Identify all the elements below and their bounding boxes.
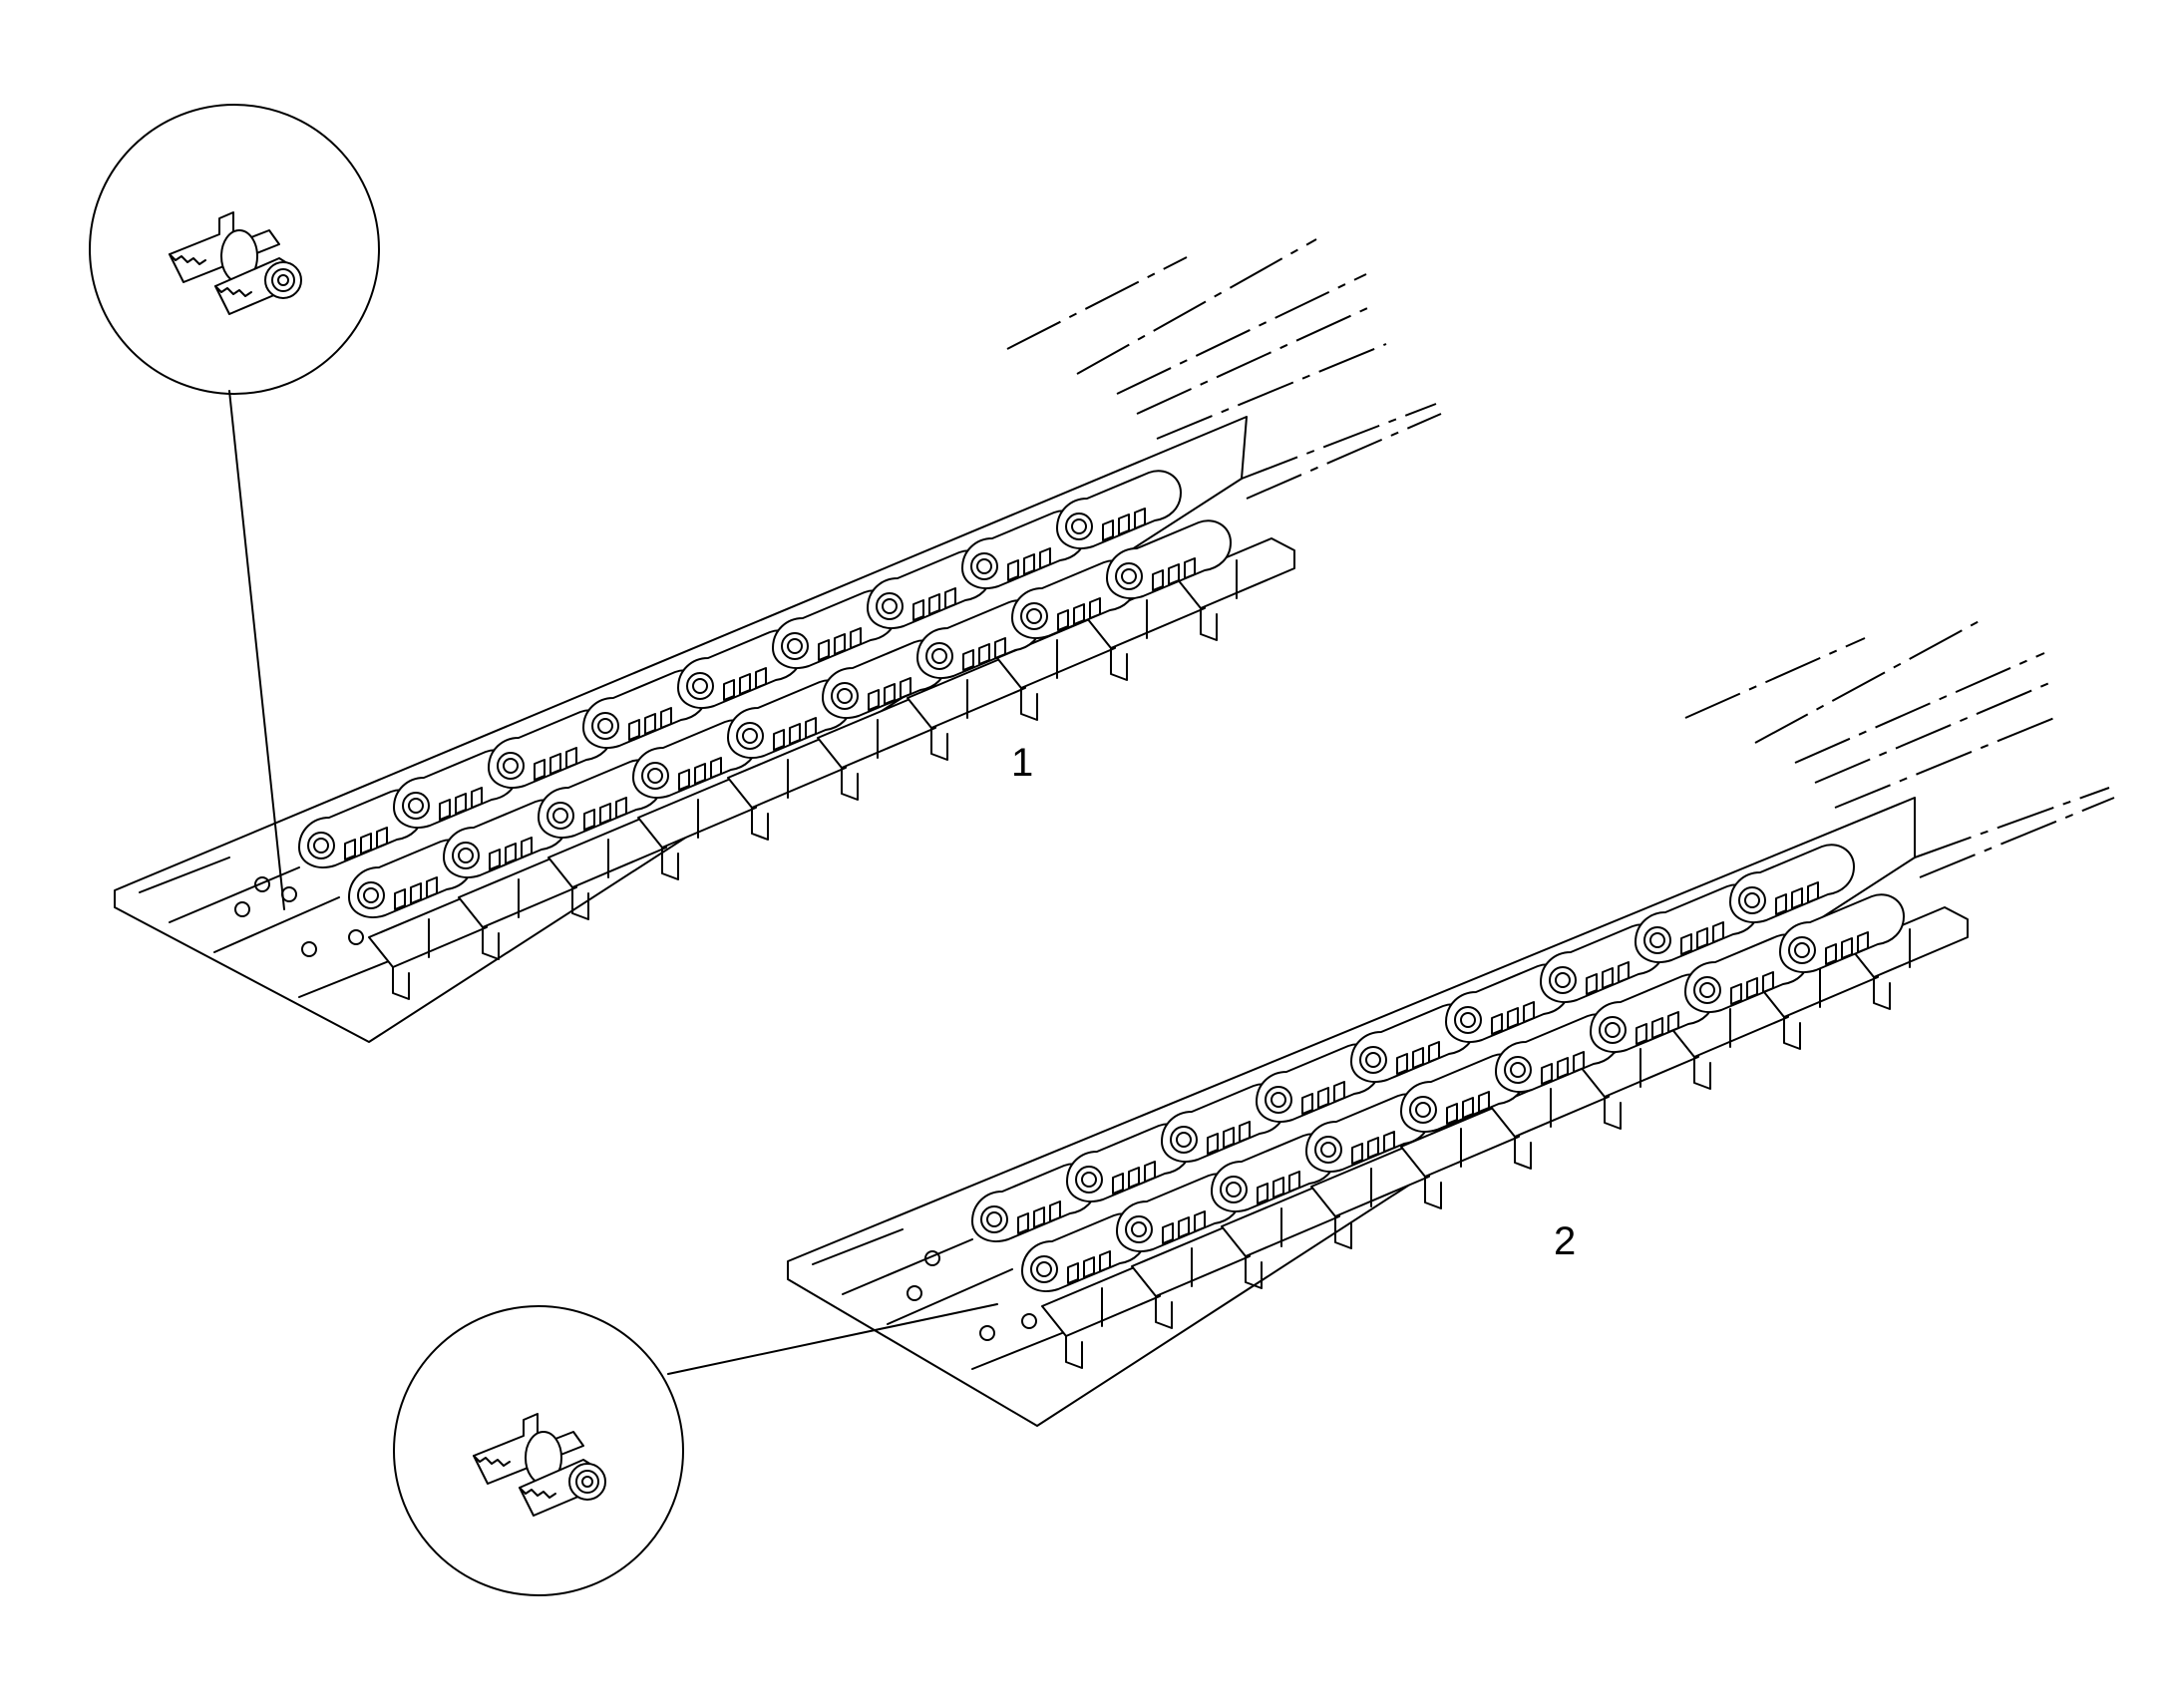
track-2-continuation-lines [1684,617,2115,878]
detail-leader-line-2 [667,1303,998,1375]
track-pad-with-pin-bolt-icon [473,1413,606,1517]
detail-leader-line-1 [228,390,285,910]
track-1-bolt-holes [234,876,364,957]
track-1-chain-front [348,519,1232,918]
track-2-bolt-holes [907,1250,1037,1341]
track-2-chain-front [1021,893,1905,1292]
track-1-continuation-lines [1006,238,1442,500]
callout-1: 1 [1011,741,1033,785]
detail-magnifier-circle [393,1305,684,1596]
track-2-assembly: 2 [787,617,2115,1427]
callout-2: 2 [1554,1219,1576,1263]
detail-circle-track-2 [393,1303,998,1596]
track-pad-with-pin-bolt-icon [169,211,302,315]
detail-circle-track-1 [89,104,380,910]
detail-magnifier-circle [89,104,380,395]
track-1-assembly: 1 [114,238,1442,1043]
